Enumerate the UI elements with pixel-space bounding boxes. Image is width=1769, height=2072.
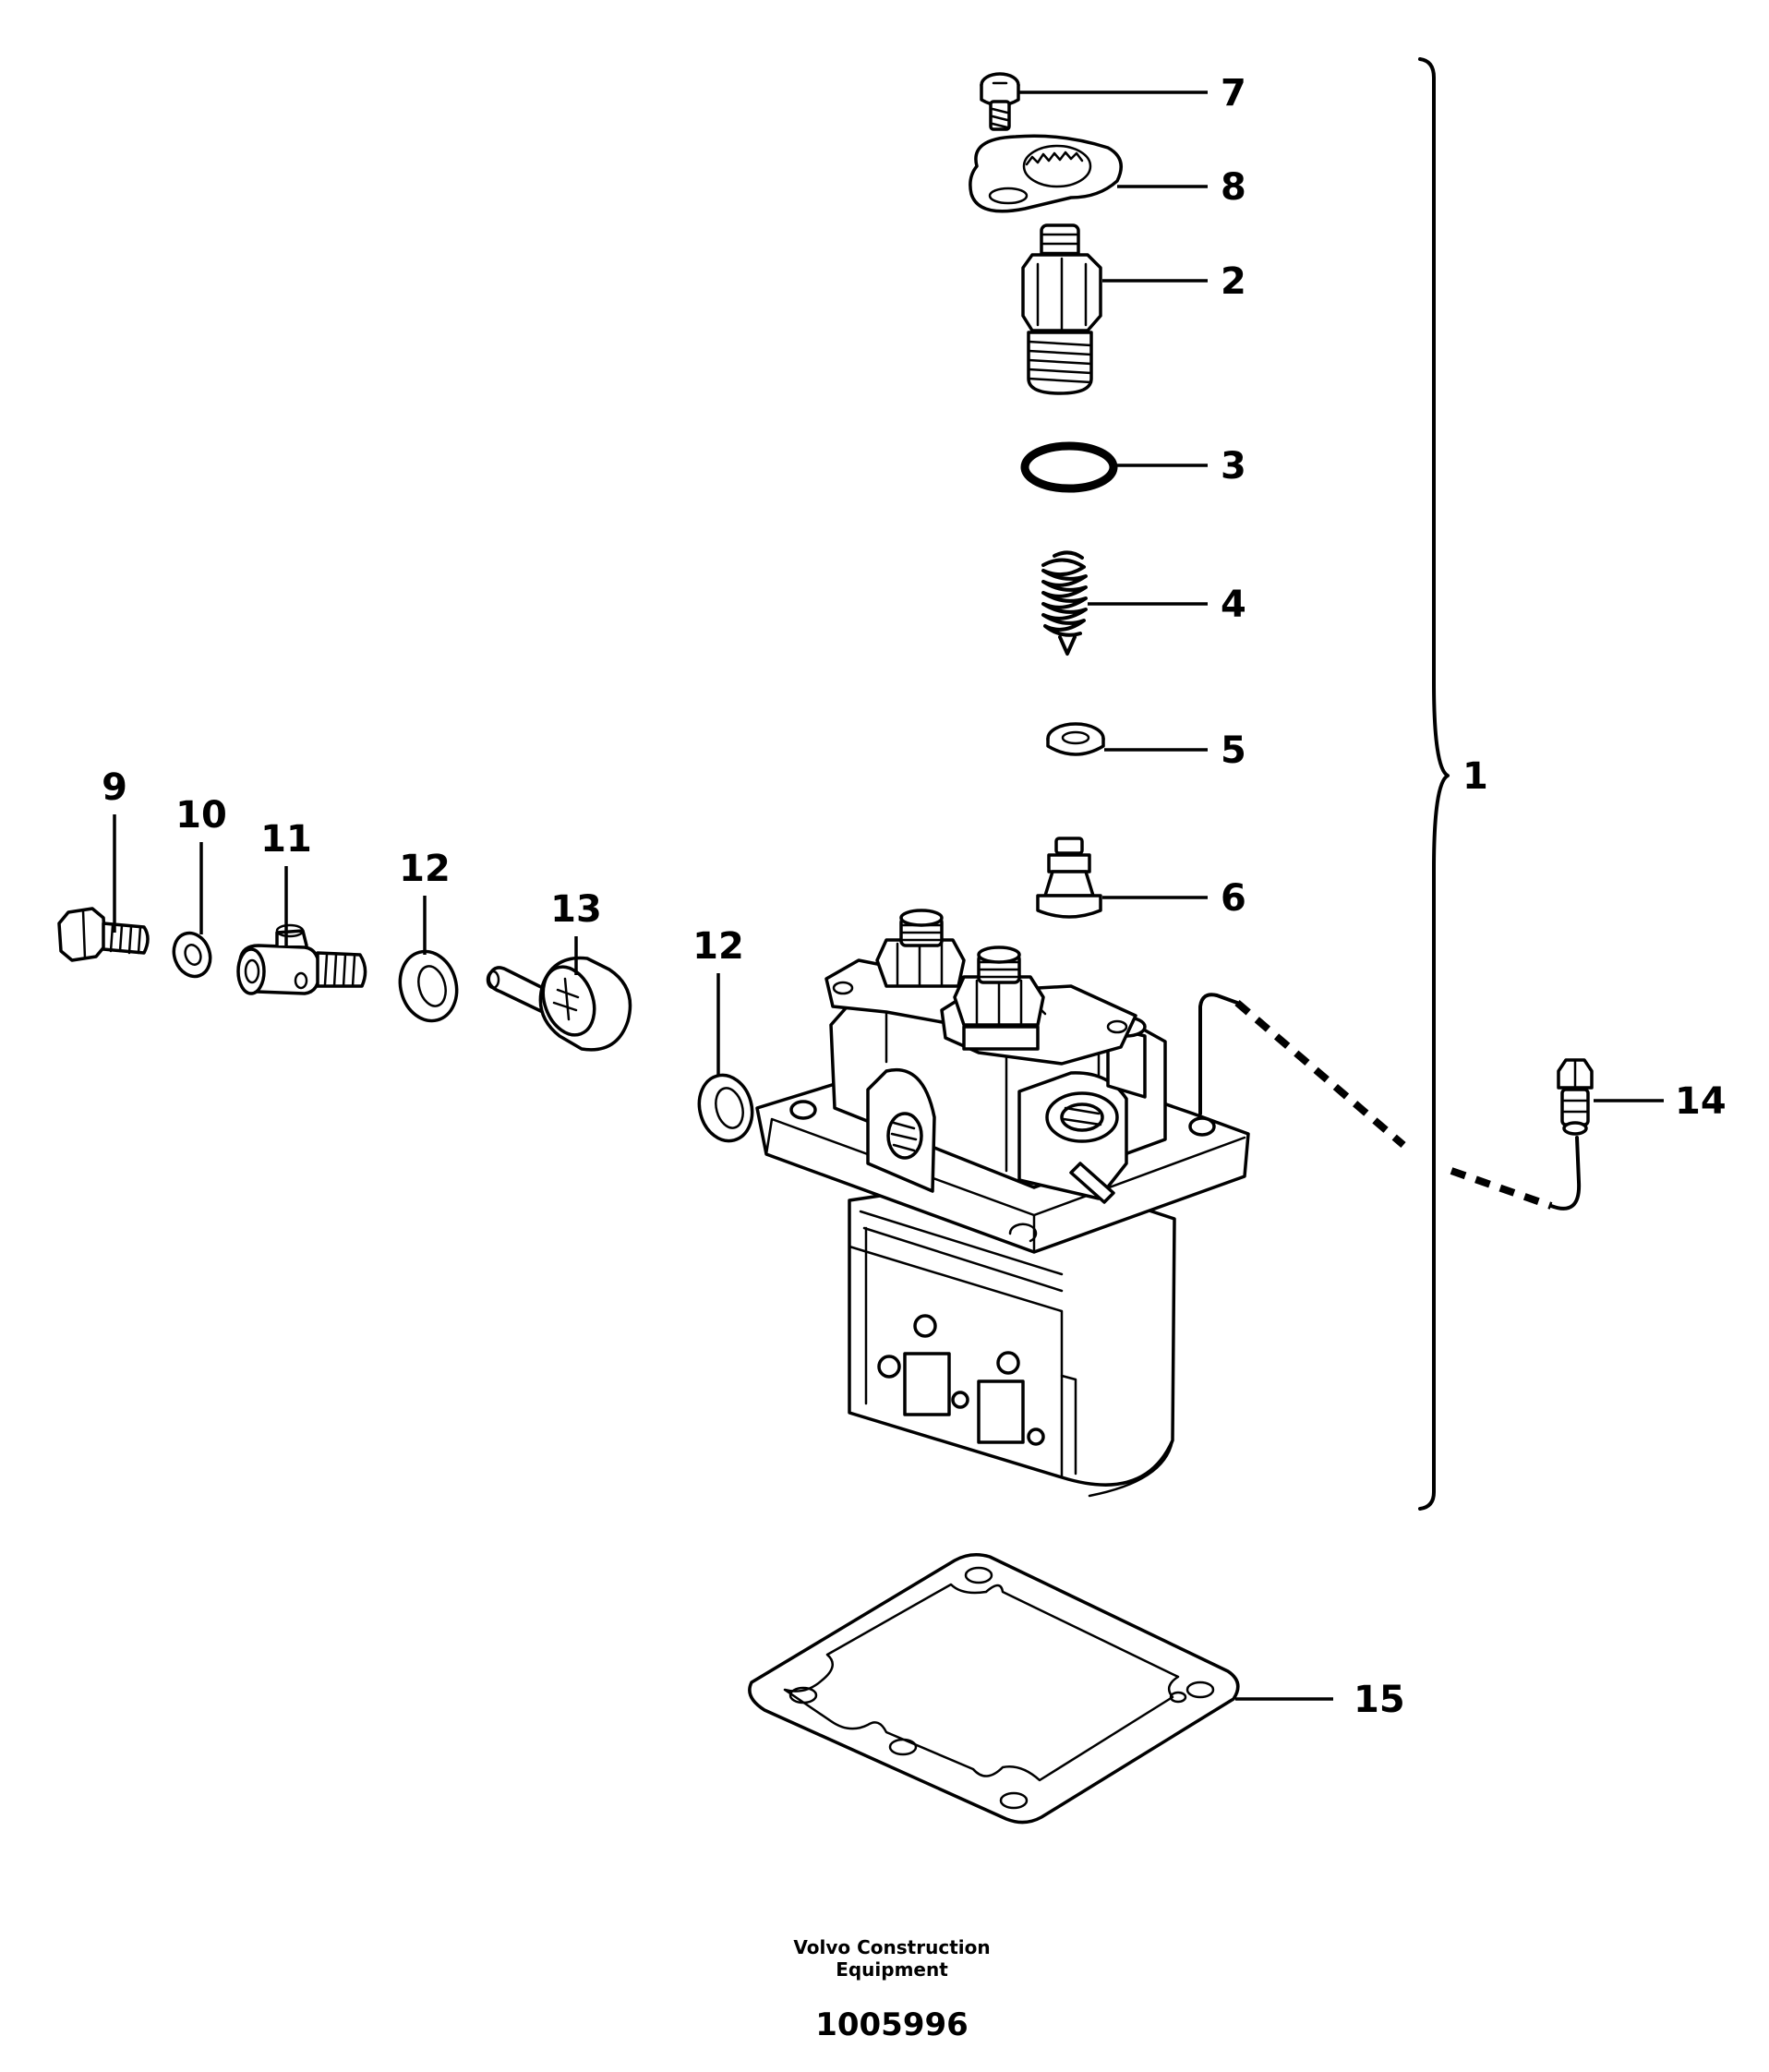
callout-8: 8: [1221, 166, 1246, 209]
callout-14: 14: [1675, 1080, 1727, 1123]
footer: Volvo Construction Equipment 1005996: [793, 1936, 990, 2043]
part-5-washer: [1046, 722, 1105, 756]
callout-13: 13: [550, 888, 602, 931]
callout-2: 2: [1221, 260, 1246, 303]
company-name-line1: Volvo Construction: [793, 1936, 990, 1958]
callout-4: 4: [1221, 584, 1246, 626]
callout-3: 3: [1221, 445, 1246, 488]
callout-10: 10: [175, 794, 227, 837]
part-11-banjo-fitting: [236, 923, 367, 995]
callout-12-right: 12: [692, 925, 744, 968]
callout-7: 7: [1221, 72, 1246, 114]
part-4-spring: [1041, 550, 1088, 656]
part-6-delivery-valve: [1036, 837, 1102, 919]
part-3-o-ring: [1020, 441, 1118, 493]
injection-pump-body: [755, 909, 1250, 1498]
part-8-lock-plate: [969, 134, 1123, 213]
part-12-washer-right: [697, 1073, 754, 1143]
callout-15: 15: [1354, 1679, 1405, 1721]
callout-9: 9: [102, 766, 127, 809]
callout-5: 5: [1221, 729, 1246, 772]
part-15-gasket: [748, 1553, 1240, 1825]
part-9-banjo-bolt: [57, 907, 150, 962]
callout-1: 1: [1462, 755, 1488, 798]
part-2-delivery-valve-holder: [1021, 223, 1102, 395]
fuel-return-line: [1198, 993, 1582, 1211]
part-7-screw: [980, 72, 1020, 131]
part-10-washer: [172, 931, 212, 979]
callout-11: 11: [260, 818, 312, 861]
part-14-bolt: [1557, 1058, 1594, 1136]
callout-6: 6: [1221, 877, 1246, 920]
callout-labels: 7 8 2 3 4 5 6 1 14 15 9 10 11 12 13 12: [102, 72, 1727, 1721]
callout-12-left: 12: [399, 848, 451, 890]
part-13-fitting: [486, 956, 632, 1052]
drawing-number: 1005996: [815, 2006, 969, 2043]
assembly-bracket: [1418, 57, 1450, 1511]
leader-lines: [113, 90, 1664, 1701]
company-name-line2: Equipment: [836, 1958, 948, 1981]
part-12-washer-left: [398, 949, 459, 1023]
